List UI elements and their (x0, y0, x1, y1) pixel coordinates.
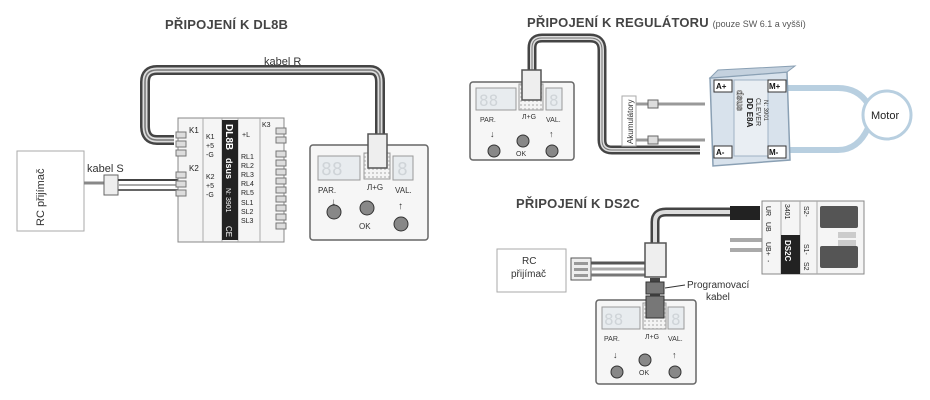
k1-pin-3: -G (206, 152, 214, 159)
ds2c-y-connector (644, 242, 667, 278)
ds2c-title: PŘIPOJENÍ K DS2C (516, 196, 640, 211)
battery-wires (621, 95, 705, 147)
k1-pin-2: +5 (206, 143, 214, 150)
val-label: VAL. (395, 186, 412, 195)
output-label: RL3 (241, 172, 254, 179)
output-label: SL1 (241, 200, 254, 207)
ds2c-rc-line1: RC (522, 256, 536, 267)
k2-pin-3: -G (206, 192, 214, 199)
dl8b-title: PŘIPOJENÍ K DL8B (165, 17, 289, 32)
output-label: +L (242, 132, 250, 139)
display-right: 8 (549, 91, 559, 110)
cable-r-label: kabel R (264, 56, 301, 68)
regulator-box (708, 65, 797, 167)
cable-s (84, 174, 178, 196)
regulator-model: DD E8A (745, 98, 754, 128)
arrow-up-icon: ↑ (398, 201, 403, 212)
ds2c-module (761, 200, 865, 275)
ds2c-pin-top: UB (764, 222, 771, 232)
programmer-regulator (469, 69, 575, 161)
regulator-series: CLEVER (754, 98, 761, 126)
display-left: 88 (604, 310, 623, 329)
ds2c-pin-bottom: S2 (802, 262, 809, 271)
cable-r (140, 65, 385, 145)
ok-label: OK (359, 222, 371, 231)
val-label: VAL. (546, 117, 561, 124)
pulse-label: Л+G (522, 114, 536, 121)
par-label: PAR. (480, 117, 496, 124)
prog-cable-line1: Programovací (687, 280, 749, 291)
par-label: PAR. (318, 186, 336, 195)
val-label: VAL. (668, 336, 683, 343)
regulator-title: PŘIPOJENÍ K REGULÁTORU (pouze SW 6.1 a v… (527, 15, 806, 30)
ds2c-rc-line2: přijímač (511, 269, 546, 280)
arrow-up-icon: ↑ (672, 350, 677, 360)
k2-header: K2 (189, 164, 199, 173)
regulator-title-text: PŘIPOJENÍ K REGULÁTORU (527, 15, 709, 30)
ds2c-pin-top: UR (764, 206, 771, 216)
ds2c-receiver-cable (570, 257, 645, 281)
arrow-down-icon: ↓ (613, 350, 618, 360)
display-left: 88 (321, 159, 343, 180)
display-right: 8 (671, 310, 681, 329)
output-label: RL2 (241, 163, 254, 170)
k3-header: K3 (262, 122, 271, 129)
output-label: SL2 (241, 209, 254, 216)
ok-label: OK (639, 370, 649, 377)
k2-pin-2: +5 (206, 183, 214, 190)
output-label: RL1 (241, 154, 254, 161)
par-label: PAR. (604, 336, 620, 343)
motor-wires (785, 85, 871, 153)
ok-label: OK (516, 151, 526, 158)
cable-r-plug (367, 133, 388, 169)
ds2c-pin-top: S2- (802, 206, 809, 218)
battery-label: Akumulátory (626, 100, 635, 144)
ds2c-pin-bottom: UB+ (764, 242, 771, 256)
pulse-label: Л+G (645, 334, 659, 341)
output-label: RL5 (241, 190, 254, 197)
k1-pin-1: K1 (206, 134, 215, 141)
arrow-down-icon: ↓ (490, 129, 495, 139)
regulator-title-note: (pouze SW 6.1 a vyšší) (712, 19, 806, 29)
ds2c-rc-box (496, 248, 567, 293)
dl8b-logo: dsus (224, 158, 234, 179)
regulator-cable (527, 33, 700, 155)
m-minus-terminal: M- (769, 148, 779, 157)
ds2c-pin-bottom: - (764, 260, 771, 263)
cable-s-connector (103, 174, 119, 196)
motor-label: Motor (871, 110, 899, 122)
output-label: SL3 (241, 218, 254, 225)
k2-pin-1: K2 (206, 174, 215, 181)
motor-circle (861, 89, 913, 141)
display-right: 8 (397, 159, 408, 180)
cable-s-label: kabel S (87, 163, 124, 175)
regulator-logo: dsus (735, 90, 745, 111)
m-plus-terminal: M+ (769, 82, 781, 91)
dl8b-brand: DL8B (223, 124, 234, 150)
display-left: 88 (479, 91, 498, 110)
rc-receiver-label: RC přijímač (35, 168, 47, 226)
ds2c-cable (650, 206, 762, 252)
programmer-ds2c (595, 295, 697, 385)
prog-cable-line2: kabel (706, 292, 730, 303)
k1-header: K1 (189, 126, 199, 135)
ds2c-brand: DS2C (783, 240, 792, 262)
rc-receiver-box (16, 150, 85, 232)
dl8b-ce-mark: CE (224, 226, 233, 237)
dl8b-serial: N: 3901 (224, 188, 231, 213)
ds2c-pin-bottom: S1- (802, 244, 809, 256)
dl8b-module (175, 117, 287, 243)
arrow-down-icon: ↓ (331, 197, 336, 208)
output-label: RL4 (241, 181, 254, 188)
arrow-up-icon: ↑ (549, 129, 554, 139)
pulse-label: Л+G (367, 183, 383, 192)
regulator-serial: N: 3901 (762, 100, 768, 122)
ds2c-pin-top: 3401 (783, 204, 790, 220)
programmer-dl8b (309, 133, 429, 241)
a-minus-terminal: A- (716, 148, 725, 157)
a-plus-terminal: A+ (716, 82, 727, 91)
